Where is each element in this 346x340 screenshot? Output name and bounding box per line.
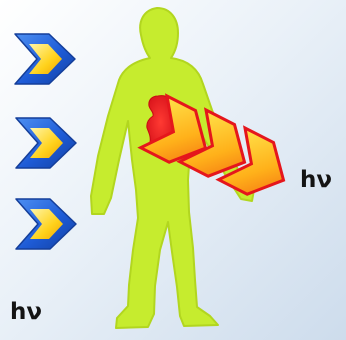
incoming-arrow-2 xyxy=(16,118,76,168)
incoming-arrow-1 xyxy=(15,34,75,84)
incoming-arrow-3 xyxy=(16,199,76,249)
emitted-photon-label: hν xyxy=(300,169,332,192)
incoming-photon-label: hν xyxy=(10,301,42,324)
